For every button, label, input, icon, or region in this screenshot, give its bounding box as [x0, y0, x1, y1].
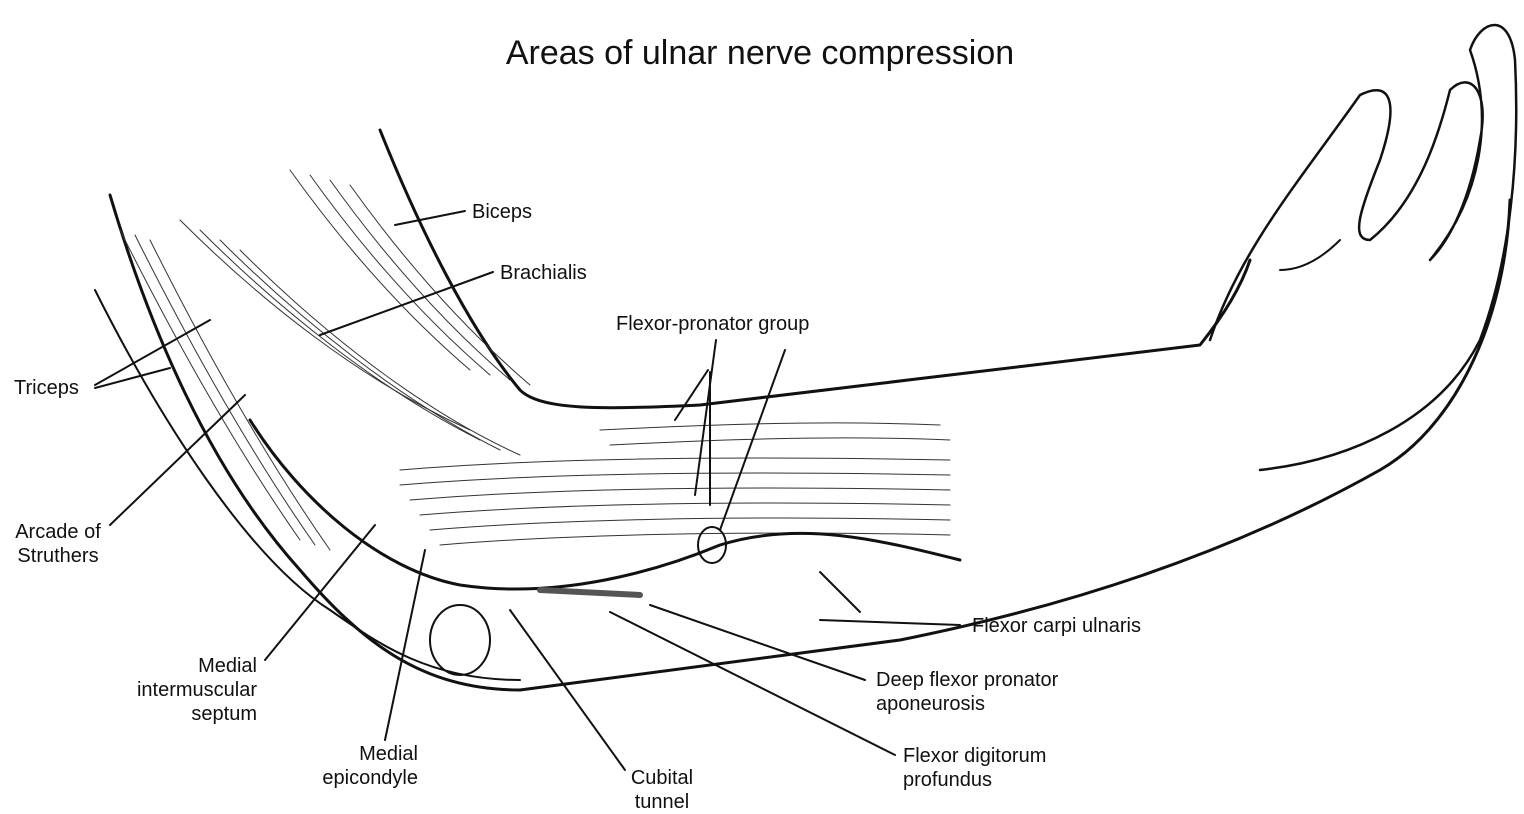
- label-flexor-carpi-ulnaris: Flexor carpi ulnaris: [972, 615, 1141, 637]
- label-septum-line2: intermuscular: [136, 679, 257, 701]
- label-septum-line1: Medial: [198, 655, 257, 677]
- label-epicondyle-line1: Medial: [359, 743, 418, 765]
- thumb-fold: [1279, 239, 1341, 271]
- label-triceps: Triceps: [14, 377, 79, 399]
- label-medial-epicondyle: Medial epicondyle: [300, 742, 418, 790]
- arm-outline-upper: [108, 193, 1512, 692]
- leader-biceps: [394, 210, 466, 226]
- label-medial-intermuscular-septum: Medial intermuscular septum: [130, 654, 257, 726]
- label-deep-line1: Deep flexor pronator: [876, 669, 1059, 691]
- muscle-fibers: [119, 169, 951, 551]
- leader-fcu-2: [819, 571, 861, 613]
- label-fdp-line1: Flexor digitorum: [903, 745, 1047, 767]
- cubital-aponeurosis: [537, 587, 643, 598]
- leader-brachialis: [319, 271, 494, 336]
- label-brachialis: Brachialis: [500, 262, 587, 284]
- leader-triceps-1: [94, 319, 211, 386]
- leader-fcu: [819, 619, 961, 626]
- arm-outline-inner: [94, 289, 521, 681]
- label-epicondyle-line2: epicondyle: [322, 767, 418, 789]
- label-deep-flexor-pronator-aponeurosis: Deep flexor pronator aponeurosis: [876, 668, 1058, 716]
- leader-lines: [94, 210, 961, 771]
- leader-fp-2: [674, 369, 709, 421]
- label-cubital-tunnel: Cubital tunnel: [612, 766, 712, 814]
- leader-fp-1: [694, 339, 717, 496]
- leader-deep: [649, 604, 866, 681]
- label-flexor-digitorum-profundus: Flexor digitorum profundus: [903, 744, 1046, 792]
- leader-septum: [264, 524, 376, 661]
- label-arcade-line2: Struthers: [17, 545, 99, 567]
- leader-epicondyle: [384, 549, 426, 741]
- label-biceps: Biceps: [472, 201, 533, 223]
- leader-fdp: [609, 611, 896, 756]
- label-septum-line3: septum: [191, 703, 257, 725]
- nerve-node: [697, 526, 727, 564]
- label-flexor-pronator-group: Flexor-pronator group: [616, 313, 810, 335]
- hand-outline: [1208, 23, 1518, 472]
- label-deep-line2: aponeurosis: [876, 693, 985, 715]
- label-fdp-line2: profundus: [903, 769, 992, 791]
- label-arcade-of-struthers: Arcade of Struthers: [3, 520, 113, 568]
- leader-arcade: [109, 394, 246, 526]
- label-cubital-line1: Cubital: [630, 767, 694, 789]
- label-arcade-line1: Arcade of: [15, 521, 101, 543]
- label-cubital-line2: tunnel: [634, 791, 690, 813]
- leader-fp-4: [719, 349, 786, 531]
- leader-cubital: [509, 609, 626, 771]
- epicondyle: [429, 604, 491, 676]
- diagram-title: Areas of ulnar nerve compression: [505, 34, 1015, 72]
- leader-triceps-2: [94, 367, 171, 389]
- ulnar-nerve: [248, 418, 962, 591]
